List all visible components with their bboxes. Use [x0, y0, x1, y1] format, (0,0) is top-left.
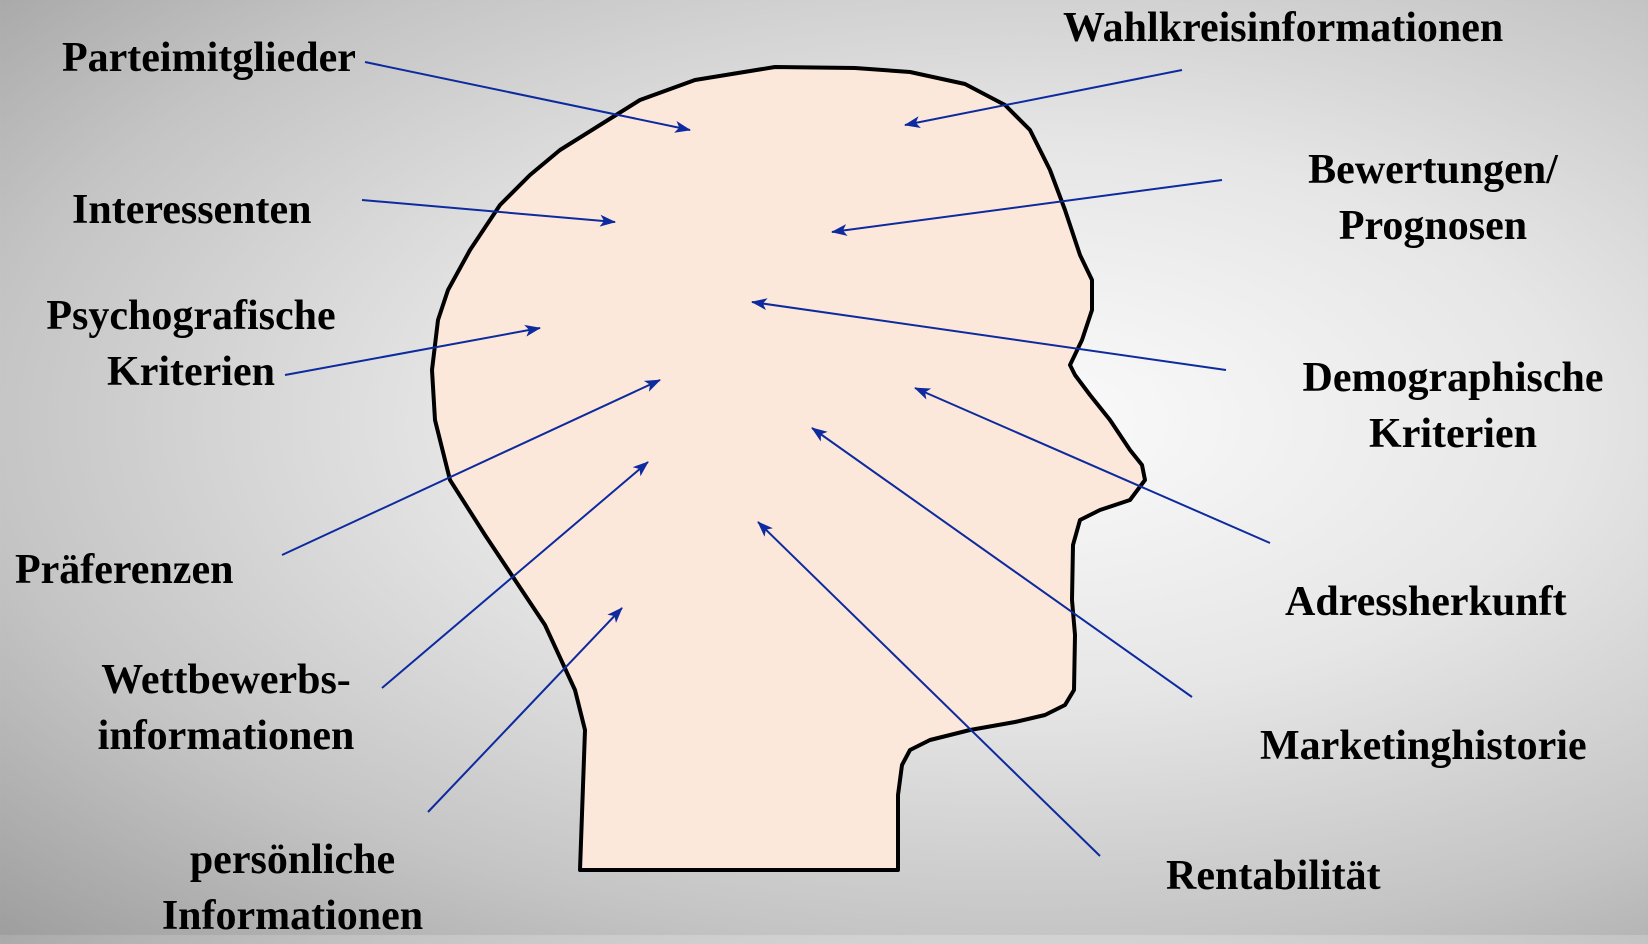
label-wettbewerbs: Wettbewerbs- informationen [68, 652, 384, 764]
head-silhouette [432, 67, 1145, 870]
label-bewertungen-line2: Prognosen [1280, 198, 1586, 254]
label-praeferenzen: Präferenzen [15, 542, 233, 598]
label-interessenten: Interessenten [72, 182, 312, 238]
label-parteimitglieder: Parteimitglieder [62, 30, 356, 86]
label-demographische-line2: Kriterien [1278, 406, 1628, 462]
label-persoenliche: persönliche Informationen [140, 832, 445, 944]
label-wettbewerbs-line1: Wettbewerbs- [68, 652, 384, 708]
label-persoenliche-line2: Informationen [140, 888, 445, 944]
label-wettbewerbs-line2: informationen [68, 708, 384, 764]
arrow-parteimitglieder [365, 62, 690, 130]
label-bewertungen: Bewertungen/ Prognosen [1280, 142, 1586, 254]
label-rentabilitaet: Rentabilität [1166, 848, 1381, 904]
label-adressherkunft: Adressherkunft [1285, 574, 1567, 630]
label-bewertungen-line1: Bewertungen/ [1280, 142, 1586, 198]
label-psychografische: Psychografische Kriterien [26, 288, 356, 400]
label-psychografische-line2: Kriterien [26, 344, 356, 400]
label-persoenliche-line1: persönliche [140, 832, 445, 888]
label-demographische: Demographische Kriterien [1278, 350, 1628, 462]
label-demographische-line1: Demographische [1278, 350, 1628, 406]
label-psychografische-line1: Psychografische [26, 288, 356, 344]
label-marketinghistorie: Marketinghistorie [1260, 718, 1587, 774]
label-wahlkreis: Wahlkreisinformationen [1063, 0, 1503, 56]
